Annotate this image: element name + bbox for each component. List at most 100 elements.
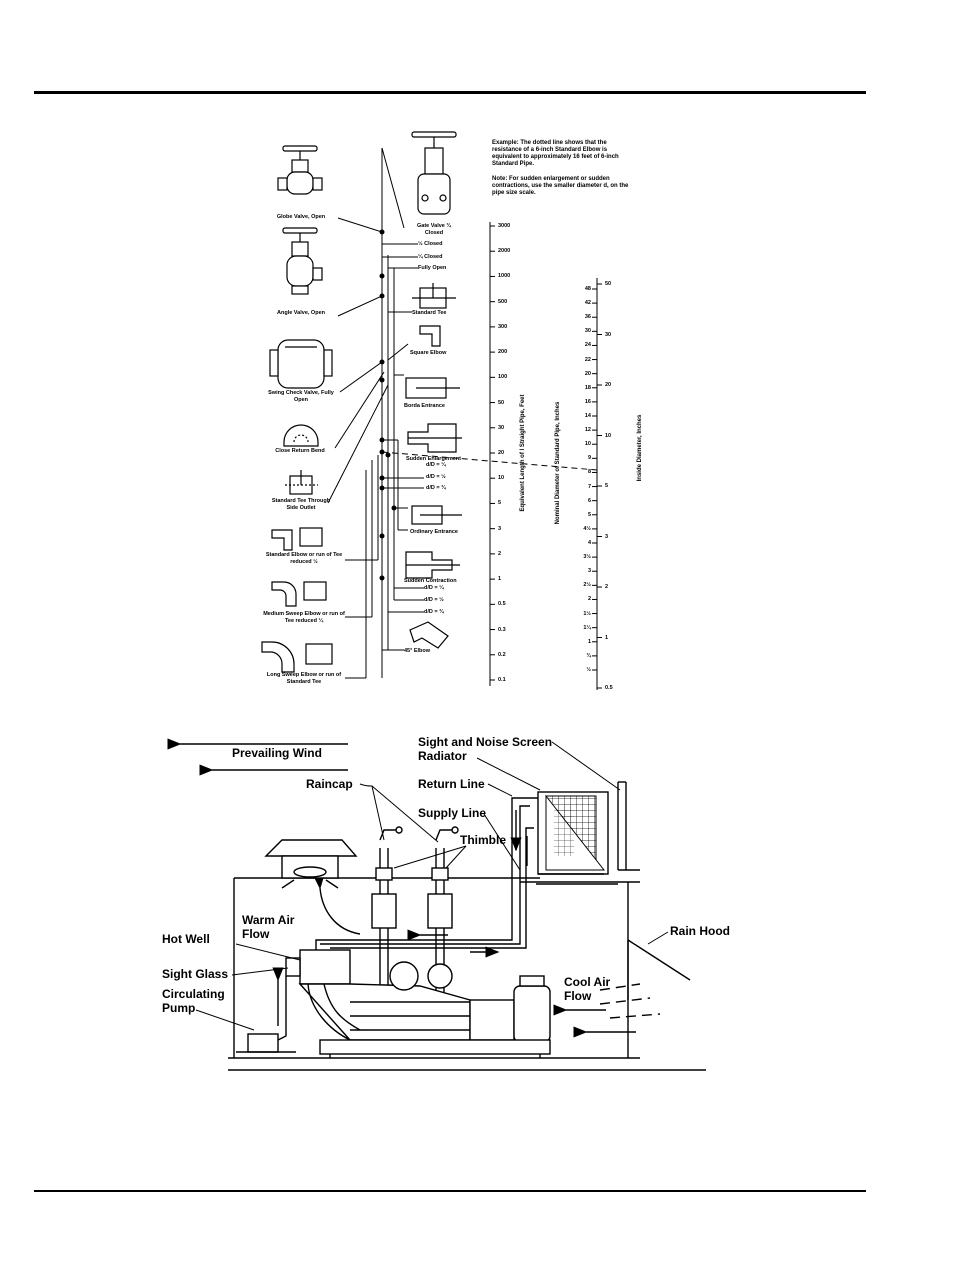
- long-sweep-elbow-icon: [261, 641, 333, 673]
- nominal-tick-label: 18: [584, 384, 591, 391]
- sudden-enlargement-icon: [407, 423, 462, 453]
- nominal-tick-label: 20: [584, 370, 591, 377]
- label-long-sweep-elbow: Long Sweep Elbow or run of Standard Tee: [266, 672, 342, 685]
- ordinary-entrance-icon: [411, 505, 462, 525]
- equiv-tick-label: 0.2: [498, 651, 506, 658]
- label-swing-check-valve: Swing Check Valve, Fully Open: [268, 390, 334, 403]
- equiv-tick-label: 5: [498, 500, 502, 507]
- nominal-tick-label: 1: [587, 638, 591, 645]
- borda-entrance-icon: [405, 377, 460, 399]
- nominal-tick-label: 1½: [583, 610, 591, 617]
- nominal-tick-label: 36: [584, 314, 591, 321]
- label-supply-line: Supply Line: [418, 806, 487, 820]
- elbow-45-icon: [409, 621, 449, 649]
- label-fully-open: Fully Open: [418, 265, 447, 271]
- inside-tick-label: 5: [605, 483, 609, 489]
- installation-lines: [167, 738, 706, 1071]
- angle-valve-icon: [282, 227, 323, 295]
- label-borda-entrance: Borda Entrance: [404, 403, 445, 409]
- example-dotted-line: [381, 451, 598, 471]
- nominal-tick-label: 7: [587, 483, 591, 490]
- label-contraction-quarter: d/D = ¼: [424, 585, 444, 591]
- nominal-tick-label: 4½: [583, 525, 591, 532]
- equiv-tick-label: 300: [498, 323, 508, 330]
- inside-tick-label: 10: [605, 432, 612, 439]
- nominal-tick-label: 30: [584, 328, 591, 335]
- swing-check-valve-icon: [269, 339, 333, 389]
- nominal-tick-label: 3: [587, 568, 591, 575]
- equiv-tick-label: 10: [498, 475, 505, 482]
- inside-tick-label: 1: [605, 634, 609, 641]
- nominal-tick-label: 3½: [583, 554, 591, 561]
- equiv-tick-label: 1000: [498, 273, 511, 280]
- nominal-tick-label: 1¼: [583, 624, 591, 631]
- globe-valve-icon: [277, 145, 323, 195]
- label-hot-well: Hot Well: [162, 932, 210, 946]
- equiv-tick-label: 20: [498, 450, 505, 456]
- label-contraction-three-quarter: d/D = ¾: [424, 609, 444, 615]
- label-medium-sweep-elbow: Medium Sweep Elbow or run of Tee reduced…: [263, 611, 345, 624]
- nominal-tick-label: 4: [587, 540, 591, 546]
- equiv-tick-label: 0.1: [498, 677, 506, 683]
- inside-tick-label: 50: [605, 281, 612, 287]
- label-close-return-bend: Close Return Bend: [275, 448, 325, 454]
- sudden-contraction-icon: [405, 551, 460, 579]
- label-warm-air-flow: Warm Air Flow: [242, 913, 295, 941]
- nomograph-lines: [261, 131, 602, 690]
- label-contraction-half: d/D = ½: [424, 597, 444, 603]
- inside-tick-label: 20: [605, 382, 612, 388]
- label-square-elbow: Square Elbow: [410, 350, 447, 356]
- square-elbow-icon: [419, 325, 441, 347]
- label-enlargement-three-quarter: d/D = ¾: [426, 485, 446, 491]
- label-angle-valve: Angle Valve, Open: [277, 310, 325, 316]
- equiv-tick-label: 30: [498, 424, 505, 431]
- nominal-tick-label: 8: [587, 469, 591, 476]
- resistance-nomograph: Globe Valve, Open Angle Valve, Open Swin…: [261, 131, 643, 691]
- bottom-rule: [34, 1190, 866, 1192]
- equiv-tick-label: 3: [498, 525, 502, 532]
- label-sight-glass: Sight Glass: [162, 967, 229, 981]
- nominal-tick-label: 2½: [583, 582, 591, 589]
- nominal-tick-label: ¾: [586, 652, 591, 659]
- label-sudden-contraction: Sudden Contraction: [404, 578, 457, 584]
- label-prevailing-wind: Prevailing Wind: [232, 746, 322, 760]
- equiv-tick-label: 100: [498, 374, 508, 381]
- inside-tick-label: 2: [605, 584, 609, 590]
- equiv-tick-label: 200: [498, 349, 508, 356]
- label-ordinary-entrance: Ordinary Entrance: [410, 529, 458, 535]
- equiv-tick-label: 0.5: [498, 601, 506, 608]
- nominal-tick-label: 16: [584, 398, 591, 405]
- label-45-elbow: 45° Elbow: [404, 648, 431, 654]
- label-cool-air-flow: Cool Air Flow: [564, 975, 611, 1003]
- label-quarter-closed: ¼ Closed: [418, 254, 443, 260]
- label-circulating-pump: Circulating Pump: [162, 987, 225, 1015]
- label-rain-hood: Rain Hood: [670, 924, 730, 938]
- example-note: Example: The dotted line shows that the …: [492, 140, 619, 167]
- label-radiator: Radiator: [418, 749, 467, 763]
- inside-tick-label: 0.5: [605, 685, 613, 691]
- nominal-tick-label: 24: [584, 342, 591, 349]
- label-sudden-enlargement: Sudden Enlargement: [406, 456, 462, 462]
- label-globe-valve: Globe Valve, Open: [276, 214, 326, 220]
- return-bend-icon: [283, 424, 319, 447]
- label-raincap: Raincap: [306, 777, 353, 791]
- label-standard-tee: Standard Tee: [412, 310, 447, 316]
- label-enlargement-quarter: d/D = ¼: [426, 462, 446, 468]
- equiv-tick-label: 50: [498, 399, 505, 406]
- label-half-closed: ½ Closed: [418, 241, 443, 247]
- nominal-tick-label: 5: [587, 511, 591, 518]
- label-standard-elbow: Standard Elbow or run of Tee reduced ½: [265, 552, 343, 565]
- equiv-tick-label: 2000: [498, 248, 511, 255]
- inside-tick-label: 3: [605, 533, 609, 540]
- nominal-tick-label: 42: [584, 300, 591, 307]
- standard-tee-side-outlet-icon: [285, 470, 318, 495]
- equiv-tick-label: 3000: [498, 223, 511, 229]
- nominal-tick-label: 2: [587, 596, 591, 603]
- standard-elbow-icon: [271, 527, 323, 551]
- nominal-tick-label: 48: [584, 286, 591, 292]
- label-thimble: Thimble: [460, 833, 507, 847]
- nominal-tick-label: ½: [586, 667, 591, 673]
- medium-sweep-elbow-icon: [271, 581, 327, 607]
- nominal-tick-label: 14: [584, 413, 591, 419]
- nominal-tick-label: 6: [587, 497, 591, 504]
